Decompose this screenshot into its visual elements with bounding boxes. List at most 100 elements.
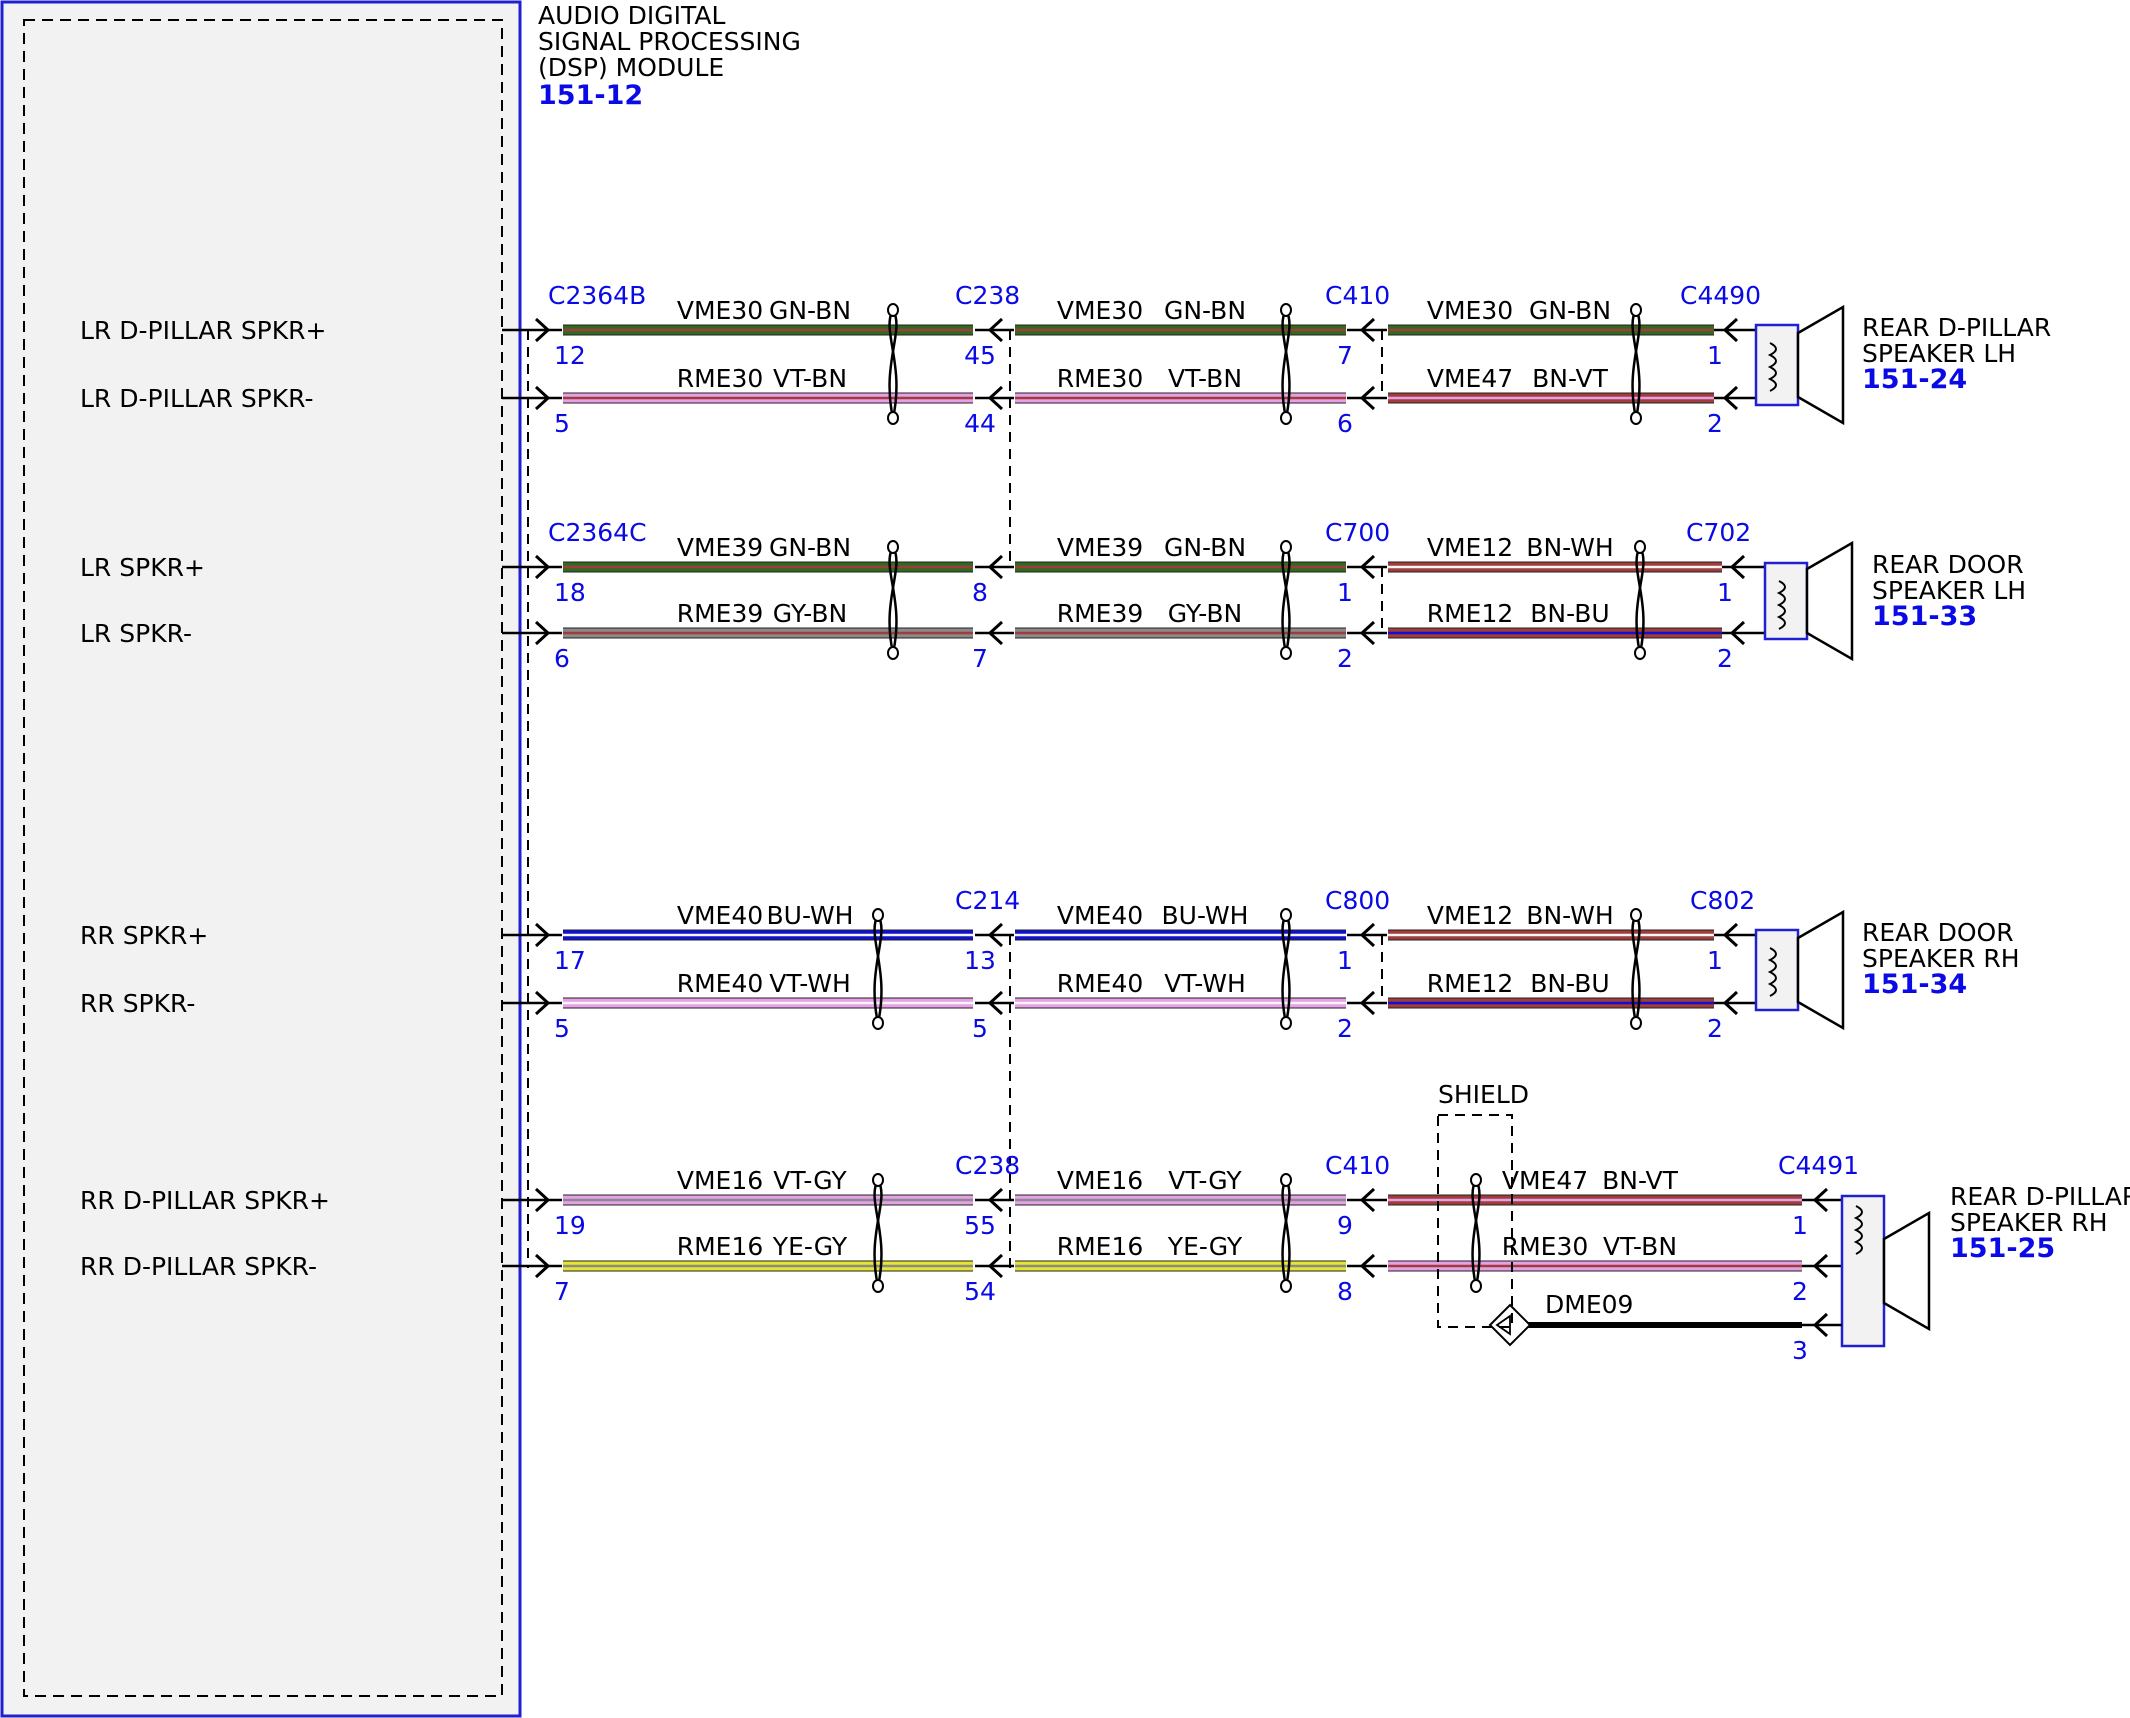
pin-number: 6 bbox=[1337, 409, 1353, 438]
drain-wire-id: DME09 bbox=[1545, 1290, 1633, 1319]
twisted-pair-icon-b bbox=[873, 914, 883, 1024]
module-title-line-1: AUDIO DIGITAL bbox=[538, 1, 725, 30]
connector-name: C700 bbox=[1325, 518, 1390, 547]
wire-color-code: VT-BN bbox=[1168, 364, 1242, 393]
pin-number: 7 bbox=[554, 1277, 570, 1306]
circuit-label: LR D-PILLAR SPKR- bbox=[80, 384, 314, 413]
wire-circuit-id: VME12 bbox=[1427, 533, 1513, 562]
twisted-pair-icon-bottom bbox=[1280, 1279, 1292, 1293]
twisted-pair-icon-b bbox=[888, 309, 898, 419]
wire-color-code: VT-WH bbox=[1164, 969, 1246, 998]
pin-number: 8 bbox=[972, 578, 988, 607]
dsp-module-title: AUDIO DIGITAL SIGNAL PROCESSING (DSP) MO… bbox=[538, 1, 801, 111]
pin-number: 19 bbox=[554, 1211, 586, 1240]
pin-number: 45 bbox=[964, 341, 996, 370]
twisted-pair-icon-top bbox=[1470, 1173, 1482, 1187]
connector-name: C800 bbox=[1325, 886, 1390, 915]
pin-number: 12 bbox=[554, 341, 586, 370]
pin-number: 55 bbox=[964, 1211, 996, 1240]
pin-number: 5 bbox=[554, 1014, 570, 1043]
wire-color-code: VT-BN bbox=[773, 364, 847, 393]
pin-number: 2 bbox=[1337, 644, 1353, 673]
wire-circuit-id: RME39 bbox=[677, 599, 764, 628]
circuit-label: RR D-PILLAR SPKR+ bbox=[80, 1186, 330, 1215]
twisted-pair-icon-bottom bbox=[1280, 411, 1292, 425]
wire-color-code: GN-BN bbox=[1164, 533, 1246, 562]
twisted-pair-icon-bottom bbox=[887, 411, 899, 425]
pin-number: 54 bbox=[964, 1277, 996, 1306]
circuit-label: RR D-PILLAR SPKR- bbox=[80, 1252, 317, 1281]
speaker-label-line: SPEAKER RH bbox=[1950, 1208, 2108, 1237]
wire-color-code: BN-VT bbox=[1532, 364, 1609, 393]
twisted-pair-icon-top bbox=[1280, 303, 1292, 317]
connector-arrow-icon bbox=[1812, 1312, 1829, 1338]
twisted-pair-icon-bottom bbox=[887, 646, 899, 660]
wire-color-code: GY-BN bbox=[1168, 599, 1242, 628]
module-title-line-3: (DSP) MODULE bbox=[538, 53, 724, 82]
speaker-label-line: SPEAKER LH bbox=[1862, 339, 2016, 368]
twisted-pair-icon-top bbox=[1280, 540, 1292, 554]
circuit-lr-d-pillar: LR D-PILLAR SPKR+ LR D-PILLAR SPKR- VME30 G… bbox=[80, 281, 2051, 438]
connector-name: C238 bbox=[955, 281, 1020, 310]
wire-color-code: GY-BN bbox=[773, 599, 847, 628]
wire-circuit-id: VME30 bbox=[677, 296, 763, 325]
speaker-terminal-box bbox=[1840, 1194, 1886, 1348]
speaker-label-line: REAR D-PILLAR bbox=[1950, 1182, 2130, 1211]
speaker-cone-icon bbox=[1796, 909, 1845, 1031]
twisted-pair-icon-bottom bbox=[1634, 646, 1646, 660]
twisted-pair-icon-b bbox=[1281, 309, 1291, 419]
twisted-pair-icon-top bbox=[872, 908, 884, 922]
connector-name: C410 bbox=[1325, 1151, 1390, 1180]
pin-number: 2 bbox=[1707, 1014, 1723, 1043]
wire-circuit-id: VME16 bbox=[1057, 1166, 1143, 1195]
speaker-coil-icon bbox=[1767, 342, 1777, 392]
twisted-pair-icon-b bbox=[1281, 914, 1291, 1024]
connector-name: C2364C bbox=[548, 518, 647, 547]
wire-color-code: GN-BN bbox=[1529, 296, 1611, 325]
connector-name: C2364B bbox=[548, 281, 646, 310]
twisted-pair-icon-top bbox=[1280, 1173, 1292, 1187]
pin-number: 44 bbox=[964, 409, 996, 438]
shield-ground-mark bbox=[1495, 1314, 1511, 1336]
wire-color-code: BN-VT bbox=[1602, 1166, 1679, 1195]
pin-number: 5 bbox=[972, 1014, 988, 1043]
pin-number: 1 bbox=[1792, 1211, 1808, 1240]
twisted-pair-icon-bottom bbox=[1280, 1016, 1292, 1030]
pin-number: 17 bbox=[554, 946, 586, 975]
dsp-module-inner-dashed bbox=[23, 19, 503, 1697]
connector-name: C4491 bbox=[1778, 1151, 1859, 1180]
twisted-pair-icon-bottom bbox=[872, 1279, 884, 1293]
twisted-pair-icon-top bbox=[887, 303, 899, 317]
wire-circuit-id: VME39 bbox=[1057, 533, 1143, 562]
speaker-label-line: REAR D-PILLAR bbox=[1862, 313, 2051, 342]
wire-circuit-id: RME12 bbox=[1427, 969, 1514, 998]
speaker-cone-icon bbox=[1882, 1210, 1931, 1332]
wire-color-code: VT-GY bbox=[1168, 1166, 1242, 1195]
wire-color-code: BN-WH bbox=[1526, 901, 1613, 930]
wire-color-code: BU-WH bbox=[767, 901, 854, 930]
circuit-label: LR D-PILLAR SPKR+ bbox=[80, 316, 326, 345]
wire-color-code: GN-BN bbox=[769, 533, 851, 562]
wire-color-code: BN-BU bbox=[1530, 599, 1609, 628]
twisted-pair-icon-b bbox=[873, 1179, 883, 1287]
connector-name: C410 bbox=[1325, 281, 1390, 310]
twisted-pair-icon-b bbox=[1281, 546, 1291, 654]
wire-color-code: VT-GY bbox=[773, 1166, 847, 1195]
wire-circuit-id: RME12 bbox=[1427, 599, 1514, 628]
speaker-cone-icon bbox=[1796, 304, 1845, 426]
shield-outline bbox=[1437, 1114, 1513, 1328]
module-ref: 151-12 bbox=[538, 80, 643, 111]
circuit-label: LR SPKR- bbox=[80, 619, 192, 648]
wire-circuit-id: RME30 bbox=[677, 364, 764, 393]
twisted-pair-icon-b bbox=[1631, 914, 1641, 1024]
wire-circuit-id: VME39 bbox=[677, 533, 763, 562]
twisted-pair-icon-bottom bbox=[1470, 1279, 1482, 1293]
connector-dashed-links bbox=[527, 330, 1383, 1268]
pin-number: 18 bbox=[554, 578, 586, 607]
wire-color-code: YE-GY bbox=[1167, 1232, 1243, 1261]
wire-color-code: VT-BN bbox=[1603, 1232, 1677, 1261]
wire-color-code: BN-BU bbox=[1530, 969, 1609, 998]
wire-circuit-id: RME16 bbox=[1057, 1232, 1144, 1261]
